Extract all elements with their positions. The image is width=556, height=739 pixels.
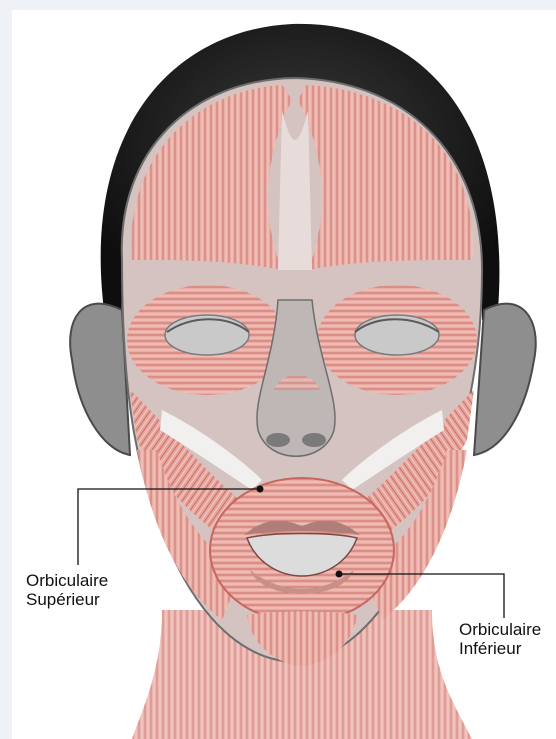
label-upper-line1: Orbiculaire (26, 571, 108, 590)
label-lower-line2: Inférieur (459, 639, 541, 658)
left-eye (165, 315, 249, 355)
right-eye (355, 315, 439, 355)
left-ear (70, 304, 130, 455)
label-orbiculaire-inferieur: Orbiculaire Inférieur (459, 620, 541, 658)
label-orbiculaire-superieur: Orbiculaire Supérieur (26, 571, 108, 609)
right-ear (474, 304, 536, 455)
label-lower-line1: Orbiculaire (459, 620, 541, 639)
label-upper-line2: Supérieur (26, 590, 108, 609)
